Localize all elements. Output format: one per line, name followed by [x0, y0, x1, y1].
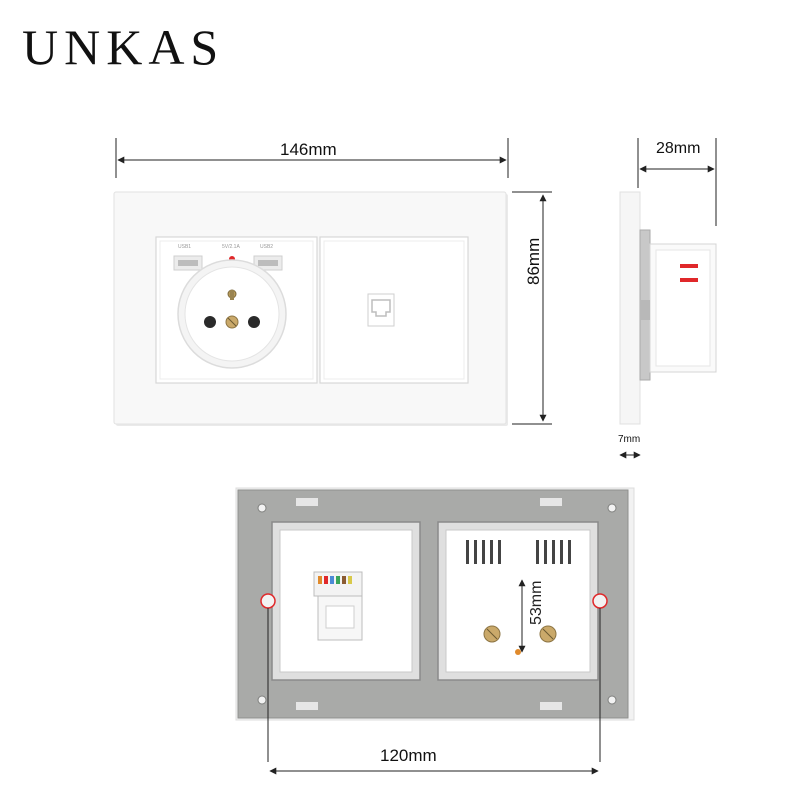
usb-label: USB2	[260, 244, 274, 250]
front-view	[113, 138, 552, 426]
mount-spacing-label: 120mm	[380, 746, 437, 765]
screw-icon	[539, 625, 557, 643]
back-view	[235, 487, 635, 775]
usb-port-icon	[253, 255, 283, 271]
usb-label: 5V/2.1A	[222, 244, 240, 250]
french-socket-icon	[177, 259, 287, 369]
height-label: 86mm	[524, 237, 543, 285]
usb-port-icon	[173, 255, 203, 271]
usb-label: USB1	[178, 244, 192, 250]
vent-slots	[466, 540, 571, 564]
indicator-light	[515, 649, 521, 655]
mount-hole-left	[260, 593, 276, 609]
depth-label: 28mm	[656, 140, 701, 157]
width-label: 146mm	[280, 140, 337, 159]
socket-back-module	[445, 529, 591, 673]
side-plate	[619, 191, 641, 425]
screw-icon	[483, 625, 501, 643]
frame-depth-label: 7mm	[618, 434, 641, 445]
ethernet-port-icon	[367, 293, 395, 327]
side-view	[619, 138, 717, 459]
terminal-mark	[680, 278, 698, 282]
mount-hole-right	[592, 593, 608, 609]
ethernet-keystone-icon	[313, 571, 363, 641]
brand-logo: UNKAS	[22, 19, 225, 75]
terminal-mark	[680, 264, 698, 268]
mount-height-label: 53mm	[528, 580, 545, 625]
